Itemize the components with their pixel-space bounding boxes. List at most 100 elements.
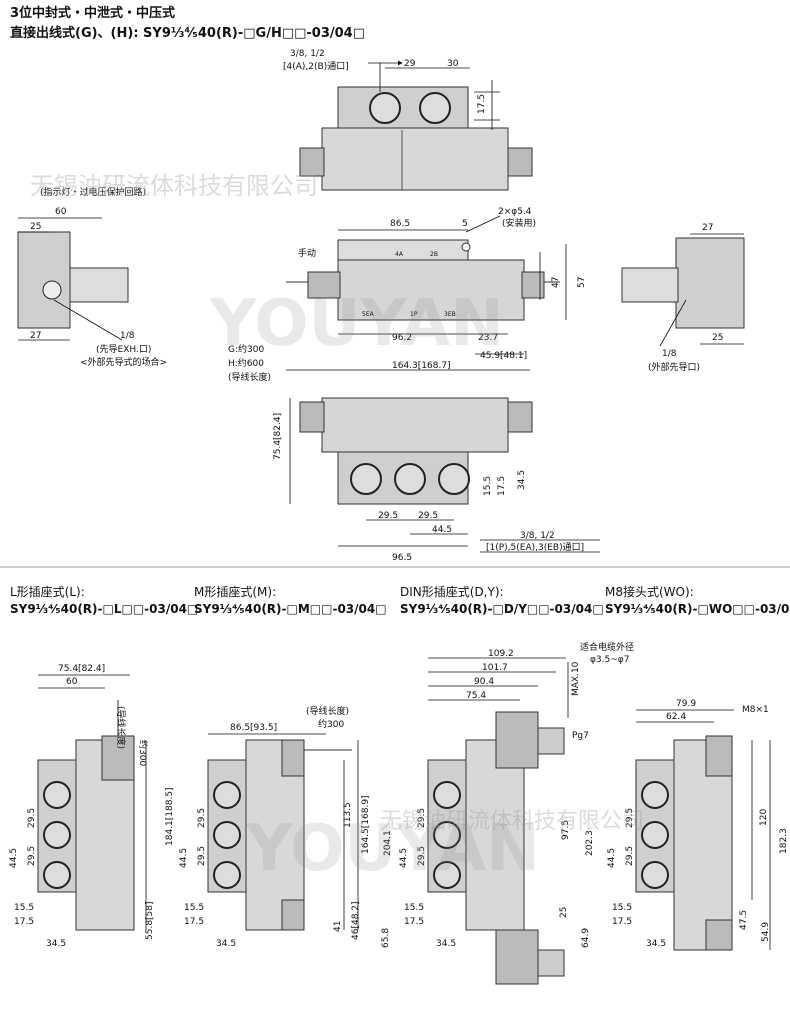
l-dim-29-5a: 29.5 [27, 808, 37, 828]
section-m-model: SY9⅓⁴⁄₅40(R)-□M□□-03/04□ [194, 602, 387, 616]
din-dim-204: 204.1 [383, 830, 393, 856]
l-dim-17-5: 17.5 [14, 917, 34, 927]
m-dim-17-5: 17.5 [184, 917, 204, 927]
right-dim-27: 27 [702, 223, 713, 233]
section-m-title: M形插座式(M): [194, 585, 277, 599]
dim-29-5a: 29.5 [378, 511, 398, 521]
watermark-cn-bottom: 无锡油研流体科技有限公司 [380, 809, 644, 834]
dim-75-4: 75.4[82.4] [273, 413, 283, 460]
m8-dim-182: 182.3 [779, 828, 789, 854]
top-title: 3位中封式・中泄式・中压式 [10, 6, 176, 21]
m-dim-29-5b: 29.5 [197, 846, 207, 866]
din-cable-d: φ3.5~φ7 [590, 655, 629, 665]
m8-thread: M8×1 [742, 705, 769, 715]
section-din-model: SY9⅓⁴⁄₅40(R)-□D/Y□□-03/04□ [400, 602, 604, 616]
top-view-valve [299, 86, 533, 191]
lead-h: H:约600 [228, 357, 264, 369]
m8-type-valve [635, 735, 733, 951]
din-dim-25: 25 [559, 907, 569, 918]
label-5ea: 5EA [362, 311, 375, 318]
din-dim-109: 109.2 [488, 649, 514, 659]
din-pg7: Pg7 [572, 731, 589, 741]
ext-pilot-note: <外部先导式的场合> [80, 356, 167, 368]
right-ext-pilot: (外部先导口) [648, 361, 700, 373]
dim-60: 60 [55, 207, 67, 217]
dim-23-7: 23.7 [478, 333, 498, 343]
m-dim-164: 164.5[168.9] [361, 795, 371, 854]
m8-dim-29-5b: 29.5 [625, 846, 635, 866]
m8-dim-79: 79.9 [676, 699, 696, 709]
watermark-en-bottom: YOUYAN [245, 812, 540, 886]
indicator-note: (指示灯・过电压保护回路) [40, 186, 146, 198]
right-side-view [621, 237, 745, 329]
dim-30: 30 [447, 59, 459, 69]
m-dim-113: 113.5 [343, 802, 353, 828]
lead-length-note: (导线长度) [228, 371, 271, 383]
dim-96-2: 96.2 [392, 333, 412, 343]
m-dim-34-5: 34.5 [216, 939, 236, 949]
dim-44-5: 44.5 [432, 525, 452, 535]
lead-g: G:约300 [228, 343, 264, 355]
m-lead-note: (导线长度) [306, 705, 349, 717]
din-type-valve [427, 711, 565, 985]
label-4a: 4A [395, 251, 404, 258]
dim-5: 5 [462, 219, 468, 229]
din-dim-15-5: 15.5 [404, 903, 424, 913]
m8-dim-44-5: 44.5 [607, 848, 617, 868]
din-dim-44-5: 44.5 [399, 848, 409, 868]
din-dim-64: 64.9 [581, 928, 591, 948]
m8-dim-15-5: 15.5 [612, 903, 632, 913]
l-lead-note: (导线长度) [115, 706, 127, 749]
l-type-valve [37, 700, 135, 931]
dim-mount-note: (安装用) [502, 217, 536, 229]
m-type-valve [207, 739, 352, 931]
top-model-line: 直接出线式(G)、(H): SY9⅓⁴⁄₅40(R)-□G/H□□-03/04□ [10, 26, 366, 41]
l-lead: 约300 [137, 740, 149, 766]
label-3eb: 3EB [444, 311, 456, 318]
m8-dim-62: 62.4 [666, 712, 686, 722]
dim-port-top: 3/8, 1/2 [290, 49, 325, 59]
l-dim-34-5: 34.5 [46, 939, 66, 949]
l-dim-55: 55.8[58] [145, 901, 155, 940]
din-dim-34-5: 34.5 [436, 939, 456, 949]
front-view-valve [286, 239, 560, 321]
dim-17-5b: 17.5 [497, 476, 507, 496]
left-side-view [17, 231, 129, 329]
din-dim-29-5b: 29.5 [417, 846, 427, 866]
section-din-title: DIN形插座式(D,Y): [400, 585, 504, 599]
pilot-exh: (先导EXH.口) [96, 343, 151, 355]
m8-dim-54: 54.9 [761, 922, 771, 942]
m-dim-44-5: 44.5 [179, 848, 189, 868]
section-l-model: SY9⅓⁴⁄₅40(R)-□L□□-03/04□ [10, 602, 199, 616]
dim-29: 29 [404, 59, 416, 69]
m-dim-86: 86.5[93.5] [230, 723, 277, 733]
label-1p: 1P [410, 311, 418, 318]
m-dim-29-5a: 29.5 [197, 808, 207, 828]
m-dim-15-5: 15.5 [184, 903, 204, 913]
din-dim-97: 97.5 [561, 820, 571, 840]
dim-34-5: 34.5 [517, 470, 527, 490]
dim-164-3: 164.3[168.7] [392, 361, 451, 371]
m-dim-41: 41 [333, 921, 343, 932]
din-dim-202: 202.3 [585, 830, 595, 856]
din-dim-90: 90.4 [474, 677, 494, 687]
m8-dim-17-5: 17.5 [612, 917, 632, 927]
dim-25: 25 [30, 222, 41, 232]
m8-dim-47: 47.5 [739, 910, 749, 930]
l-dim-44-5: 44.5 [9, 848, 19, 868]
dim-57: 57 [577, 277, 587, 288]
l-dim-29-5b: 29.5 [27, 846, 37, 866]
section-m8-model: SY9⅓⁴⁄₅40(R)-□WO□□-03/04□ [605, 602, 790, 616]
m-dim-46: 46[48.2] [351, 901, 361, 940]
dim-port-bot: 3/8, 1/2 [520, 531, 555, 541]
right-dim-1-8: 1/8 [662, 349, 677, 359]
dim-47: 47 [551, 277, 561, 288]
dim-27: 27 [30, 331, 41, 341]
din-dim-29-5a: 29.5 [417, 808, 427, 828]
section-l-title: L形插座式(L): [10, 585, 85, 599]
din-dim-17-5: 17.5 [404, 917, 424, 927]
watermark-cn-top: 无锡油研流体科技有限公司 [30, 172, 318, 200]
l-dim-184: 184.1[188.5] [165, 787, 175, 846]
dim-29-5b: 29.5 [418, 511, 438, 521]
